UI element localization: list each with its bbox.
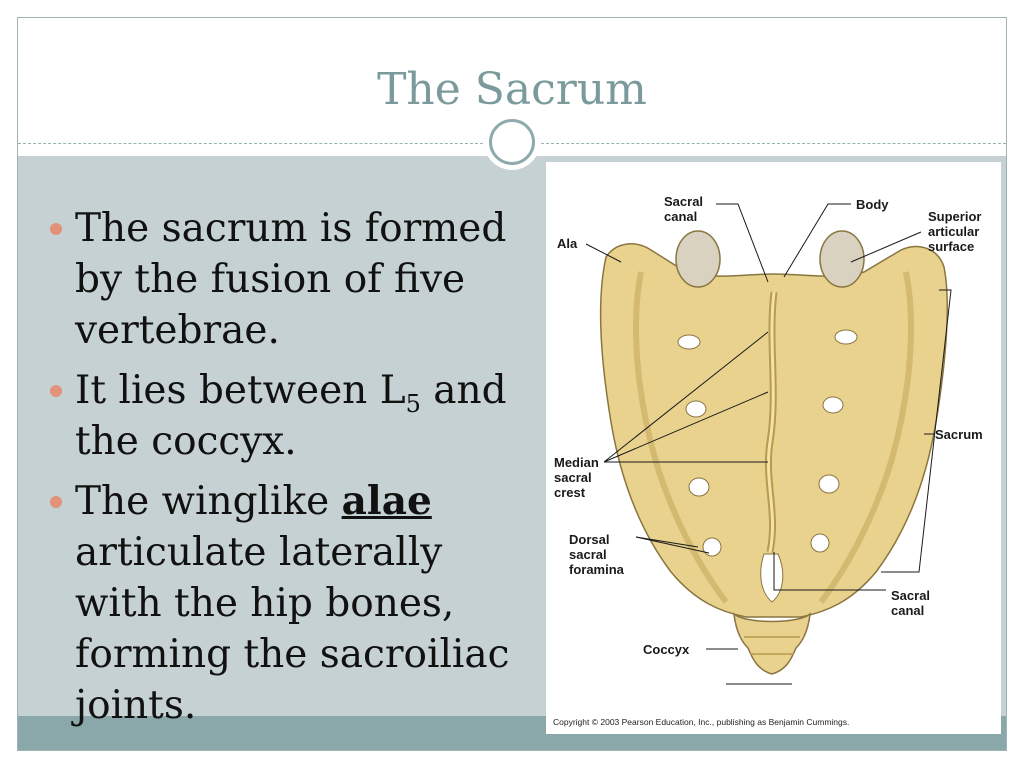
label-sacrum: Sacrum xyxy=(935,427,983,442)
foramen-1l xyxy=(677,334,701,350)
foramen-4r xyxy=(810,533,830,553)
articular-surface-left xyxy=(675,230,721,288)
sacrum-illustration xyxy=(585,203,952,685)
bullet-2-text-post: and the coccyx. xyxy=(75,368,507,464)
label-ala: Ala xyxy=(557,236,578,251)
coccyx-shape xyxy=(733,612,811,675)
slide-title: The Sacrum xyxy=(377,64,647,115)
bullet-2-subscript: 5 xyxy=(405,389,421,418)
bullet-item-2: It lies between L5 and the coccyx. xyxy=(50,365,530,467)
bullet-list: The sacrum is formed by the fusion of fi… xyxy=(50,203,530,740)
label-coccyx: Coccyx xyxy=(643,642,690,657)
label-sacral-canal-top: Sacral canal xyxy=(664,194,704,224)
bullet-3-text-post: articulate laterally with the hip bones,… xyxy=(75,530,510,728)
foramen-2l xyxy=(685,400,707,418)
sacrum-figure: Sacral canal Body Superior articular sur… xyxy=(546,162,1001,734)
articular-surface-right xyxy=(819,230,865,288)
foramen-3l xyxy=(688,477,710,497)
bullet-item-3: The winglike alae articulate laterally w… xyxy=(50,476,530,731)
title-divider-left xyxy=(18,143,488,144)
bullet-item-1: The sacrum is formed by the fusion of fi… xyxy=(50,203,530,356)
divider-ring-icon xyxy=(489,119,535,165)
foramen-3r xyxy=(818,474,840,494)
label-median-sacral-crest: Median sacral crest xyxy=(554,455,599,500)
label-sacral-canal-bottom: Sacral canal xyxy=(891,588,931,618)
bullet-2-text-pre: It lies between L xyxy=(75,368,406,413)
foramen-2r xyxy=(822,396,844,414)
figure-copyright: Copyright © 2003 Pearson Education, Inc.… xyxy=(553,717,850,727)
foramen-1r xyxy=(834,329,858,345)
bullet-3-text-pre: The winglike xyxy=(75,479,342,524)
label-superior-articular-surface: Superior articular surface xyxy=(928,209,982,254)
label-body: Body xyxy=(856,197,889,212)
foramen-4l xyxy=(702,537,722,557)
label-dorsal-sacral-foramina: Dorsal sacral foramina xyxy=(569,532,624,577)
bullet-1-text: The sacrum is formed by the fusion of fi… xyxy=(75,206,507,353)
title-divider-right xyxy=(536,143,1006,144)
bullet-3-term-alae: alae xyxy=(341,478,432,524)
